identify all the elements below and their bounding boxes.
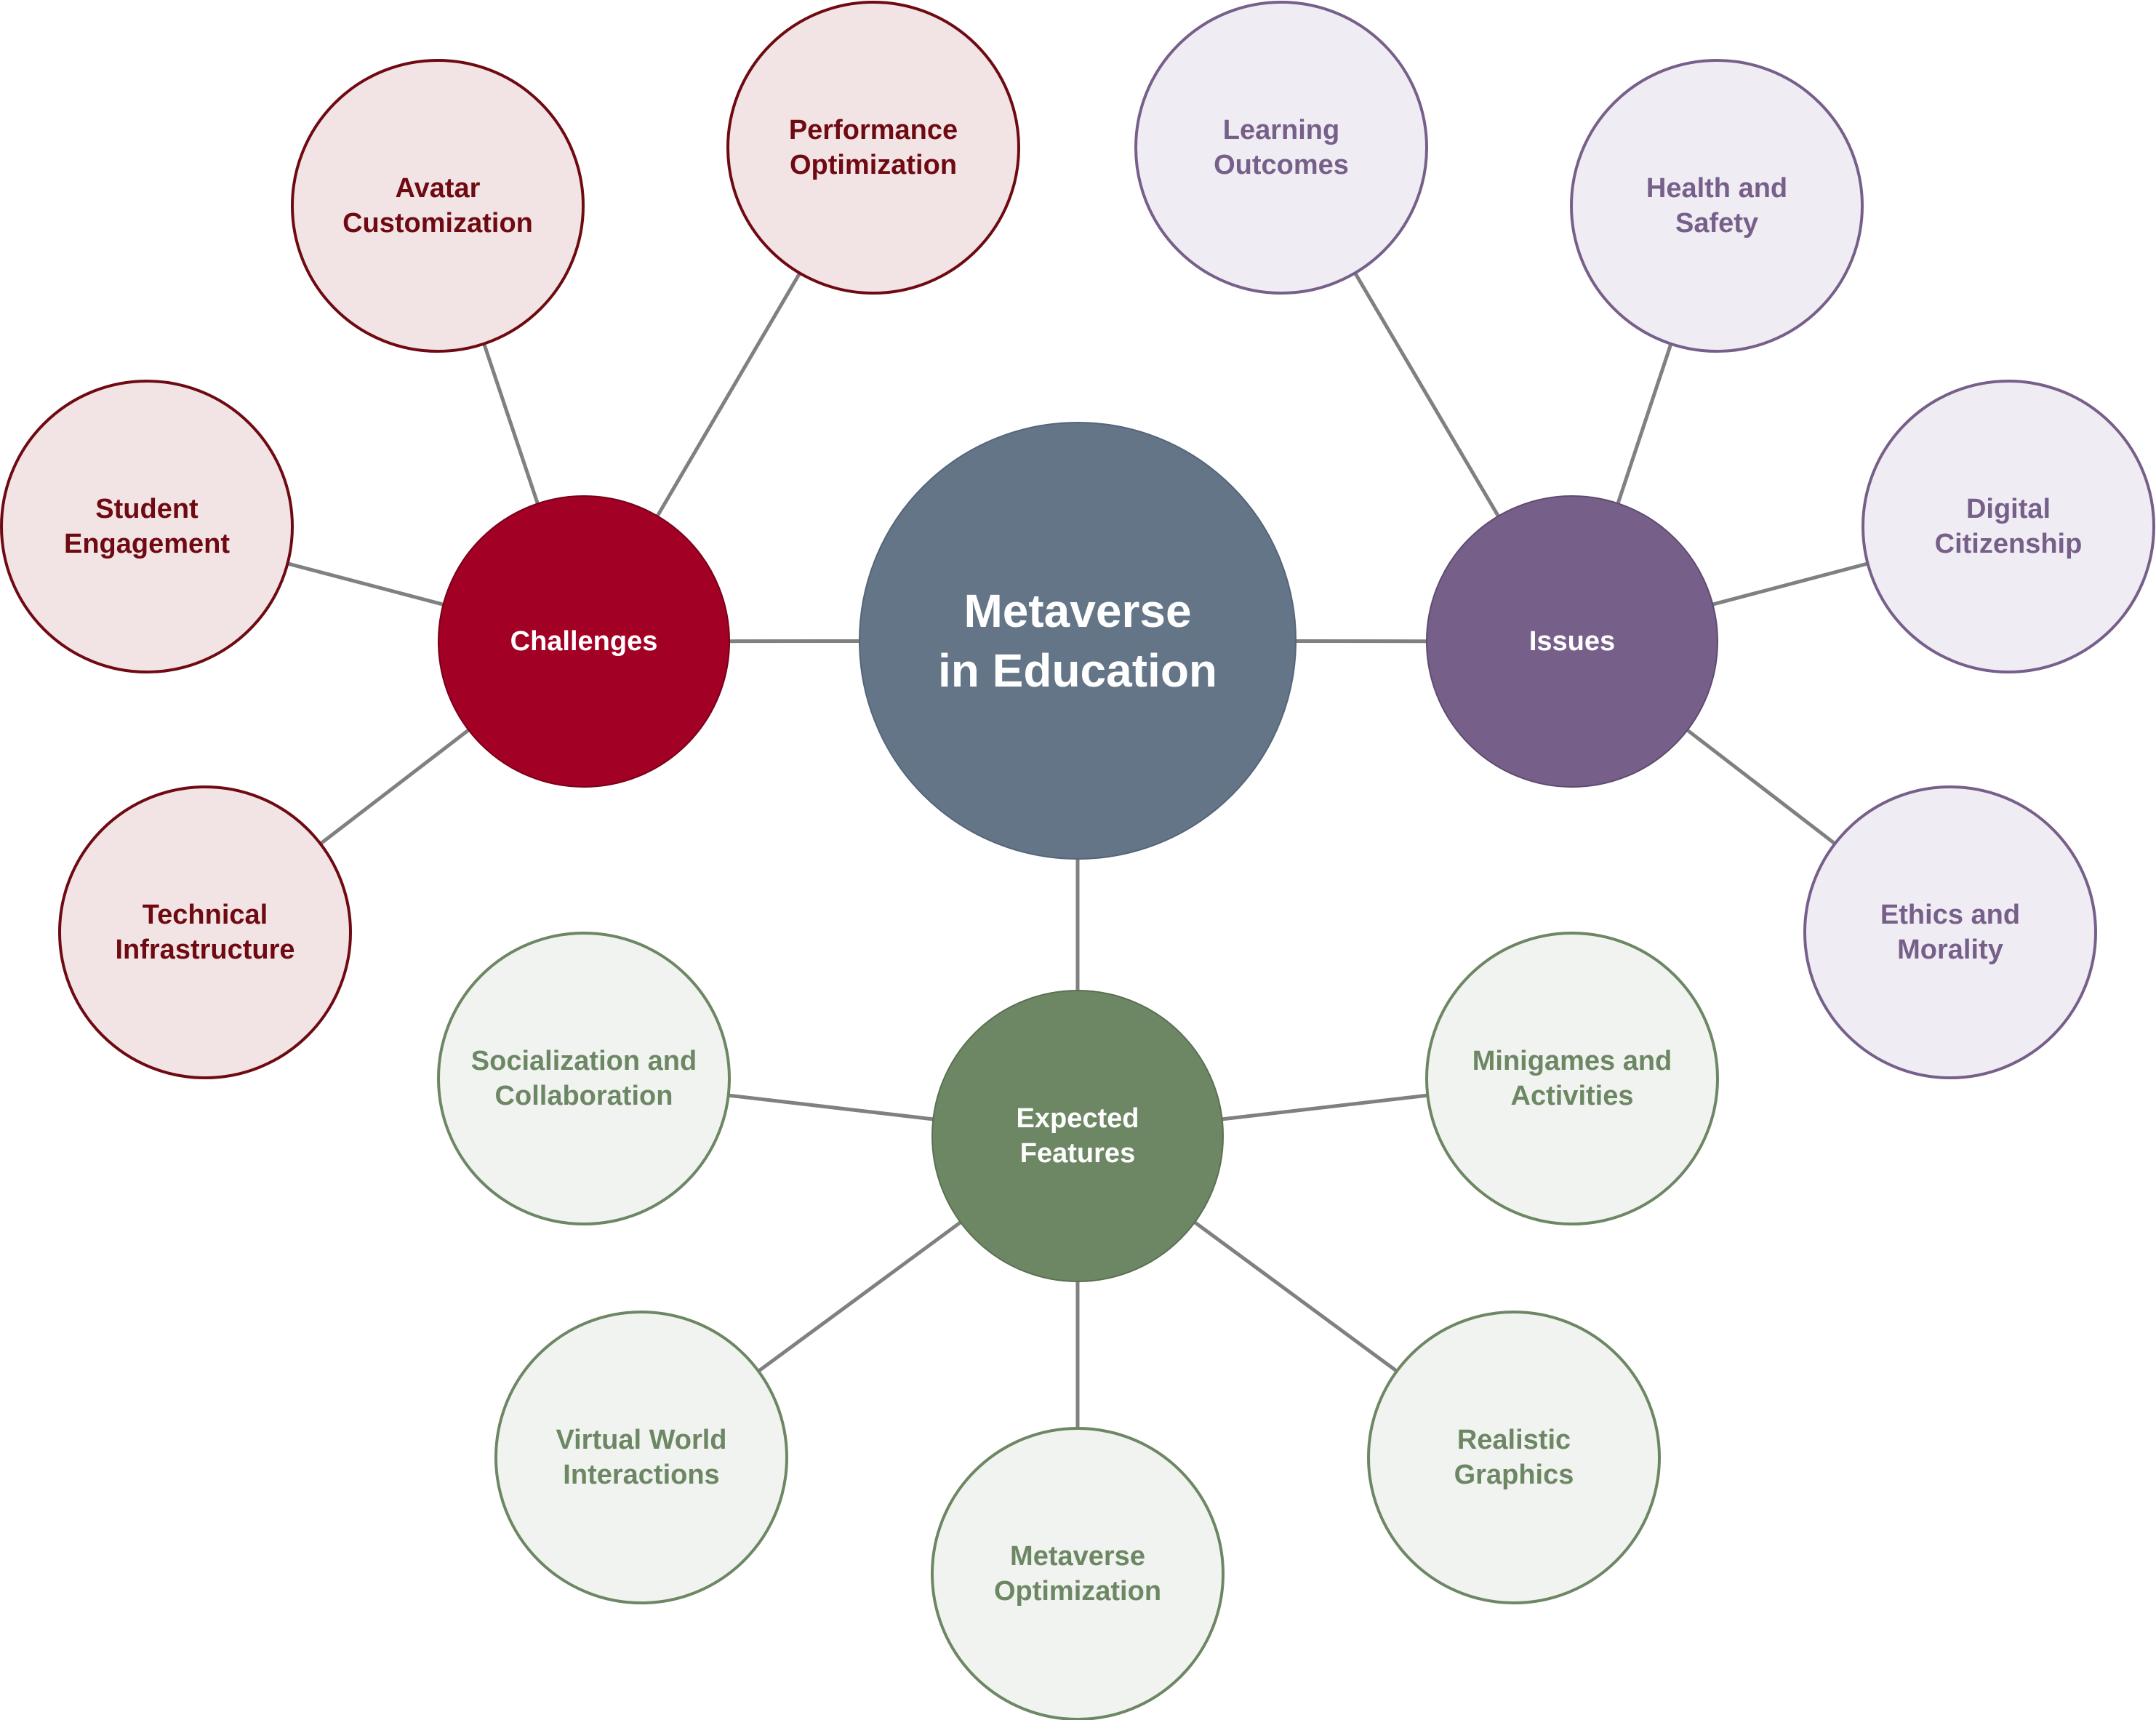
leaf-node-health-and-safety-label-line-1: Health and — [1646, 173, 1787, 204]
connector-expected-features-to-virtual-world-interactions — [757, 1220, 962, 1373]
hub-node-expected-features-label-line-1: Expected — [1017, 1103, 1139, 1134]
hub-node-expected-features-label-line-2: Features — [1020, 1138, 1135, 1169]
leaf-node-performance-optimization-label-line-2: Optimization — [790, 150, 957, 180]
connector-lines — [286, 272, 1869, 1428]
leaf-node-digital-citizenship-label-line-1: Digital — [1966, 494, 2051, 524]
leaf-node-minigames-and-activities-circle — [1425, 932, 1719, 1225]
leaf-node-avatar-customization-label-line-1: Avatar — [396, 173, 481, 204]
leaf-node-technical-infrastructure-label-line-2: Infrastructure — [115, 935, 294, 965]
leaf-node-realistic-graphics-circle — [1367, 1311, 1661, 1604]
connector-expected-features-to-minigames-and-activities — [1222, 1093, 1428, 1121]
leaf-node-realistic-graphics-label-line-2: Graphics — [1454, 1460, 1574, 1490]
leaf-node-learning-outcomes-circle — [1134, 1, 1428, 295]
connector-issues-to-learning-outcomes — [1353, 272, 1500, 517]
center-node-metaverse-in-education: Metaverse in Education — [859, 422, 1297, 860]
hub-node-challenges-circle — [438, 495, 730, 788]
leaf-node-realistic-graphics-label-line-1: Realistic — [1457, 1425, 1571, 1455]
leaf-node-performance-optimization-circle — [726, 1, 1020, 295]
connector-challenges-to-technical-infrastructure — [319, 728, 470, 846]
hub-node-challenges: Challenges — [438, 495, 730, 788]
connector-expected-features-to-socialization-and-collaboration — [728, 1093, 934, 1121]
center-node-metaverse-in-education-label-line-2: in Education — [938, 644, 1217, 697]
leaf-node-digital-citizenship-label-line-2: Citizenship — [1935, 529, 2083, 559]
leaf-node-student-engagement-label-line-2: Engagement — [64, 529, 230, 559]
leaf-node-avatar-customization-label-line-2: Customization — [342, 208, 533, 239]
leaf-node-socialization-and-collaboration-circle — [437, 932, 731, 1225]
leaf-node-metaverse-optimization-circle — [931, 1427, 1225, 1720]
leaf-node-technical-infrastructure-circle — [58, 785, 352, 1079]
leaf-node-ethics-and-morality-label-line-2: Morality — [1897, 935, 2003, 965]
connector-issues-to-digital-citizenship — [1712, 561, 1869, 607]
hub-node-issues: Issues — [1426, 495, 1718, 788]
leaf-node-student-engagement-label-line-1: Student — [95, 494, 199, 524]
leaf-node-performance-optimization-label-line-1: Performance — [789, 115, 958, 145]
leaf-node-student-engagement-circle — [0, 380, 294, 673]
leaf-node-learning-outcomes-label-line-1: Learning — [1223, 115, 1339, 145]
hub-node-challenges-label-line-1: Challenges — [510, 626, 658, 657]
center-node-metaverse-in-education-label-line-1: Metaverse — [963, 585, 1191, 637]
leaf-node-virtual-world-interactions-label-line-2: Interactions — [563, 1460, 719, 1490]
leaf-node-minigames-and-activities-label-line-2: Activities — [1511, 1081, 1634, 1111]
leaf-node-virtual-world-interactions-circle — [494, 1311, 788, 1604]
leaf-node-health-and-safety-label-line-2: Safety — [1675, 208, 1758, 239]
leaf-node-ethics-and-morality-circle — [1803, 785, 2097, 1079]
leaf-node-metaverse-optimization-label-line-1: Metaverse — [1010, 1541, 1145, 1572]
hub-node-issues-circle — [1426, 495, 1718, 788]
leaf-node-ethics-and-morality-label-line-1: Ethics and — [1880, 900, 2020, 930]
leaf-node-metaverse-optimization-label-line-2: Optimization — [994, 1576, 1161, 1607]
leaf-node-socialization-and-collaboration-label-line-1: Socialization and — [471, 1046, 697, 1076]
connector-challenges-to-student-engagement — [286, 561, 444, 607]
leaf-node-avatar-customization-circle — [291, 59, 585, 353]
hub-node-expected-features-circle — [931, 990, 1224, 1282]
connector-issues-to-ethics-and-morality — [1686, 728, 1836, 846]
leaf-node-digital-citizenship-circle — [1862, 380, 2155, 673]
connector-expected-features-to-realistic-graphics — [1193, 1220, 1398, 1373]
connector-challenges-to-performance-optimization — [655, 272, 802, 517]
connector-challenges-to-avatar-customization — [482, 343, 540, 505]
leaf-node-minigames-and-activities-label-line-1: Minigames and — [1472, 1046, 1672, 1076]
leaf-node-health-and-safety-circle — [1570, 59, 1864, 353]
hub-node-issues-label-line-1: Issues — [1529, 626, 1615, 657]
connector-issues-to-health-and-safety — [1616, 343, 1673, 504]
leaf-node-virtual-world-interactions-label-line-1: Virtual World — [556, 1425, 726, 1455]
leaf-node-technical-infrastructure-label-line-1: Technical — [143, 900, 268, 930]
center-node-metaverse-in-education-circle — [859, 422, 1297, 860]
leaf-node-learning-outcomes-label-line-2: Outcomes — [1214, 150, 1349, 180]
leaf-node-socialization-and-collaboration-label-line-2: Collaboration — [495, 1081, 673, 1111]
